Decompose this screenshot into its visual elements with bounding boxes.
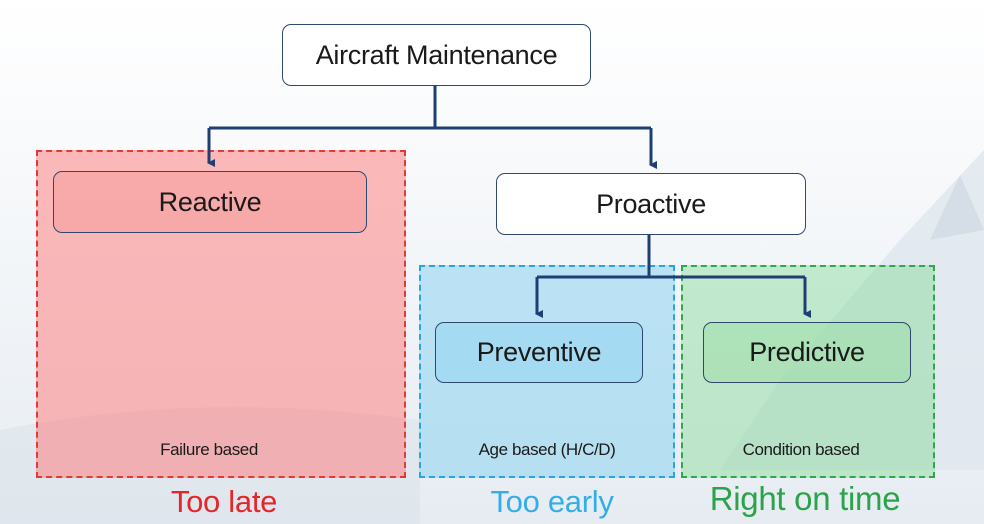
preventive-timing-label: Too early bbox=[490, 484, 614, 519]
preventive-basis-caption: Age based (H/C/D) bbox=[478, 440, 616, 459]
predictive-timing-label: Right on time bbox=[709, 480, 901, 517]
reactive-timing-label: Too late bbox=[170, 484, 278, 519]
proactive-node: Proactive bbox=[496, 173, 806, 235]
root-node-label: Aircraft Maintenance bbox=[315, 39, 558, 70]
predictive-node-label: Predictive bbox=[749, 337, 865, 367]
predictive-basis-caption: Condition based bbox=[742, 440, 860, 459]
preventive-node: Preventive bbox=[435, 322, 643, 383]
predictive-node: Predictive bbox=[703, 322, 911, 383]
root-node: Aircraft Maintenance bbox=[282, 24, 591, 86]
reactive-region bbox=[36, 150, 406, 478]
preventive-node-label: Preventive bbox=[476, 337, 602, 367]
reactive-basis-caption: Failure based bbox=[160, 440, 258, 459]
proactive-node-label: Proactive bbox=[596, 188, 706, 219]
reactive-node: Reactive bbox=[53, 171, 367, 233]
reactive-node-label: Reactive bbox=[158, 186, 262, 217]
